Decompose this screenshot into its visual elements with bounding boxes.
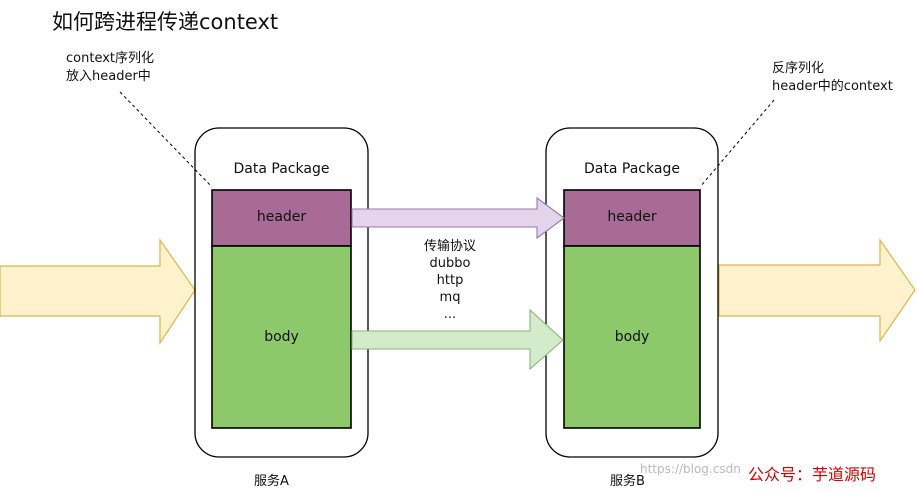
right-annotation: 反序列化 header中的context [772,60,893,96]
protocol-item: ... [443,307,457,322]
service-b-header-label: header [607,209,657,225]
service-a-header-label: header [256,209,307,225]
protocol-item: dubbo [429,256,471,271]
service-b-name: 服务B [610,474,645,489]
service-b-body-block [563,245,701,429]
service-a-body-block [211,245,352,429]
incoming-flow-arrow [0,238,196,345]
service-a-name: 服务A [254,474,289,489]
protocol-heading: 传输协议 [423,239,476,254]
service-a-body-label: body [264,329,299,345]
right-annotation-line-1: 反序列化 [772,61,825,76]
blog-url-watermark: https://blog.csdn [640,462,741,476]
diagram-title: 如何跨进程传递context [52,10,279,34]
left-annotation-line-2: 放入header中 [66,69,151,84]
protocol-item: mq [439,290,461,305]
left-note-leader-line [119,91,213,188]
right-note-leader-line [699,99,775,188]
left-annotation-line-1: context序列化 [66,51,154,66]
outgoing-flow-arrow [718,238,916,343]
brand-watermark: 公众号：芋道源码 [748,465,877,484]
service-b-package-title: Data Package [584,161,680,177]
service-a-package-title: Data Package [233,161,330,177]
service-b-body-label: body [614,329,650,345]
header-transfer-arrow [351,196,565,240]
protocol-list: 传输协议 dubbo http mq ... [400,238,500,323]
right-annotation-line-2: header中的context [772,79,893,94]
protocol-item: http [436,273,464,288]
left-annotation: context序列化 放入header中 [66,50,154,86]
body-transfer-arrow [351,308,564,371]
